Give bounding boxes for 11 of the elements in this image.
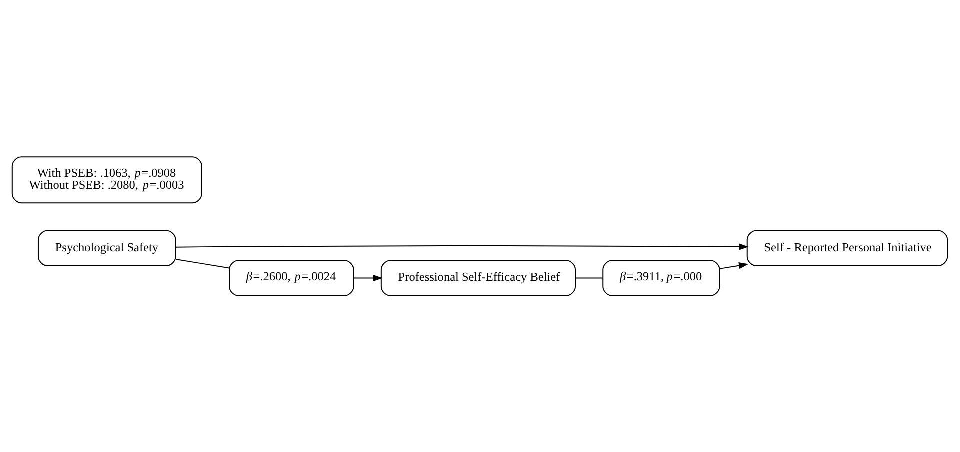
node-box: β=.3911, p=.000 [602,260,720,296]
node-box: Self - Reported Personal Initiative [746,230,948,266]
arrow [353,274,383,282]
node-box: With PSEB: .1063, p=.0908 Without PSEB: .2080, p=.0003 [12,156,202,204]
node-box: β=.2600, p=.0024 [229,260,354,296]
connector [575,277,604,278]
arrow [176,243,749,250]
connector [176,258,230,268]
arrow [719,262,749,269]
node-box: Psychological Safety [38,230,176,266]
node-box: Professional Self-Efficacy Belief [380,260,576,296]
